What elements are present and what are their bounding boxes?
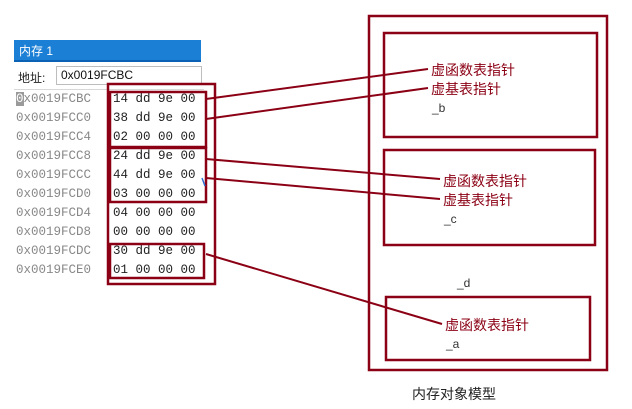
memory-address: 0x0019FCDC xyxy=(16,244,92,258)
memory-window-title[interactable]: 内存 1 xyxy=(14,40,201,62)
memory-address: 0x0019FCD0 xyxy=(16,187,92,201)
memory-box-c xyxy=(108,146,208,204)
c-vbtable-label: 虚基表指针 xyxy=(443,192,513,208)
memory-address: 0x0019FCBC xyxy=(16,90,91,109)
object-c-box xyxy=(382,148,597,247)
memory-bytes: 14 dd 9e 00 xyxy=(113,92,196,106)
a-label: _a xyxy=(446,337,460,351)
memory-address: 0x0019FCD4 xyxy=(16,206,92,220)
memory-address: 0x0019FCD8 xyxy=(16,225,92,239)
address-bar: 地址: 0x0019FCBC xyxy=(14,64,204,88)
memory-address: 0x0019FCC4 xyxy=(16,130,92,144)
connector-c-vbtable xyxy=(205,177,441,200)
memory-bytes: 30 dd 9e 00 xyxy=(113,244,196,258)
memory-bytes: 02 00 00 00 xyxy=(113,130,196,144)
b-vbtable-label: 虚基表指针 xyxy=(431,81,501,97)
memory-bytes: 44 dd 9e 00 xyxy=(113,168,196,182)
connector-c-vftable xyxy=(205,158,441,180)
connector-a-vftable xyxy=(205,253,443,325)
memory-row[interactable]: 0x0019FCC0 38 dd 9e 00 xyxy=(16,109,216,128)
object-a-box xyxy=(384,295,592,362)
memory-row[interactable]: 0x0019FCBC 14 dd 9e 00 xyxy=(16,90,216,109)
b-vftable-label: 虚函数表指针 xyxy=(431,62,515,78)
memory-address: 0x0019FCCC xyxy=(16,168,92,182)
memory-box-b xyxy=(108,90,208,149)
memory-bytes: 00 00 00 00 xyxy=(113,225,196,239)
caret-highlight: 0 xyxy=(16,92,24,106)
c-label: _c xyxy=(444,212,457,226)
memory-address: 0x0019FCE0 xyxy=(16,263,92,277)
memory-row[interactable]: 0x0019FCD0 03 00 00 00 xyxy=(16,185,216,204)
memory-row[interactable]: 0x0019FCD4 04 00 00 00 xyxy=(16,204,216,223)
diagram-caption: 内存对象模型 xyxy=(412,386,496,402)
d-label: _d xyxy=(457,276,471,290)
cursor-mark xyxy=(201,177,206,187)
memory-row[interactable]: 0x0019FCD8 00 00 00 00 xyxy=(16,223,216,242)
object-b-box xyxy=(382,31,599,139)
memory-box-a xyxy=(108,242,206,280)
memory-row[interactable]: 0x0019FCDC 30 dd 9e 00 xyxy=(16,242,216,261)
memory-row[interactable]: 0x0019FCC8 24 dd 9e 00 xyxy=(16,147,216,166)
memory-bytes: 38 dd 9e 00 xyxy=(113,111,196,125)
memory-row[interactable]: 0x0019FCC4 02 00 00 00 xyxy=(16,128,216,147)
connector-b-vbtable xyxy=(205,87,429,120)
b-label: _b xyxy=(432,101,446,115)
memory-address: 0x0019FCC8 xyxy=(16,149,92,163)
memory-row[interactable]: 0x0019FCE0 01 00 00 00 xyxy=(16,261,216,280)
memory-outer-box xyxy=(106,82,217,286)
address-input[interactable]: 0x0019FCBC xyxy=(56,66,202,85)
memory-bytes: 24 dd 9e 00 xyxy=(113,149,196,163)
c-vftable-label: 虚函数表指针 xyxy=(443,173,527,189)
memory-bytes: 03 00 00 00 xyxy=(113,187,196,201)
connector-b-vftable xyxy=(205,68,429,100)
memory-bytes: 01 00 00 00 xyxy=(113,263,196,277)
a-vftable-label: 虚函数表指针 xyxy=(445,317,529,333)
memory-address: 0x0019FCC0 xyxy=(16,111,92,125)
address-label: 地址: xyxy=(18,71,46,85)
memory-row[interactable]: 0x0019FCCC 44 dd 9e 00 xyxy=(16,166,216,185)
memory-address-rest: x0019FCBC xyxy=(23,92,92,106)
memory-bytes: 04 00 00 00 xyxy=(113,206,196,220)
